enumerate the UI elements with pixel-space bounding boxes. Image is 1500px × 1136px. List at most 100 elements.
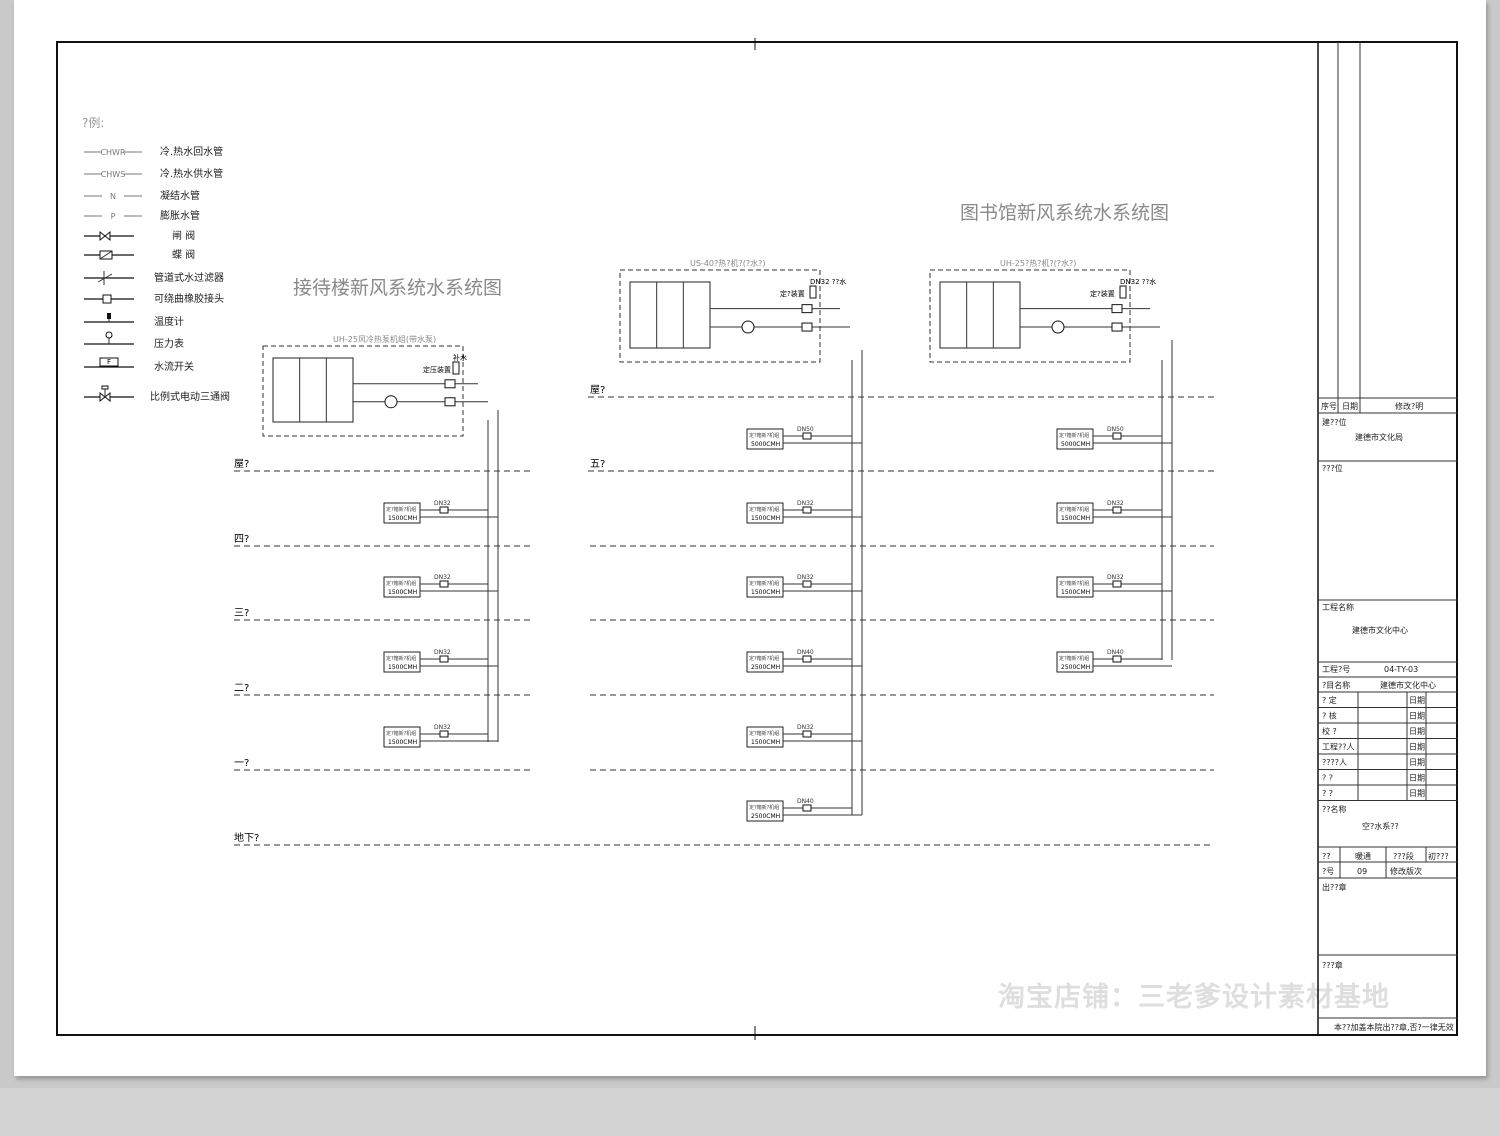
unit-boundary [619, 269, 821, 363]
pump-icon [1051, 320, 1065, 334]
sign-row-label: ? 核 [1322, 711, 1337, 721]
legend-item: 蝶 阀 [84, 248, 195, 261]
tank-label: 定?装置 [1090, 289, 1115, 298]
ahu-box [383, 651, 421, 673]
revision-label: 修改版次 [1390, 866, 1422, 876]
rev-header-cell: 修改?明 [1395, 401, 1423, 411]
heat-pump-units: UH-25风冷热泵机组(带水泵)定压装置补水US-40?热?机?(?水?)定?装… [262, 258, 1173, 815]
ahu-flow: 1500CMH [751, 589, 780, 596]
legend-item: CHWS 冷.热水供水管 [84, 167, 223, 180]
viewer-bottom-strip [0, 1088, 1500, 1136]
sign-row-label: ????人 [1322, 758, 1347, 767]
ahu-flow: 1500CMH [1061, 515, 1090, 522]
floor-label: 地下? [234, 831, 259, 844]
valve-icon [439, 730, 449, 738]
ahu-box [746, 502, 784, 524]
legend-line-code: F [107, 358, 111, 366]
floor-lines: 屋?四?三?二?一?地下?屋?五? [234, 384, 1214, 846]
project-name: 建德市文化中心 [1352, 625, 1408, 635]
legend-line-code: P [111, 212, 116, 221]
legend-label: 管道式水过滤器 [154, 271, 224, 284]
rev-header-cell: 序号 [1321, 401, 1337, 411]
legend-symbol-icon [107, 313, 111, 322]
valve-icon [802, 804, 812, 812]
legend-label: 膨胀水管 [160, 209, 200, 222]
project-no-label: 工程?号 [1322, 665, 1350, 674]
legend-item: 闸 阀 [84, 229, 195, 242]
ahu-box [746, 726, 784, 748]
ahu-box [1056, 502, 1094, 524]
valve-icon [802, 730, 812, 738]
legend-label: 温度计 [154, 315, 184, 328]
discipline: 暖通 [1355, 851, 1371, 861]
valve-icon [802, 432, 812, 440]
ahu-box [746, 428, 784, 450]
legend-item: 压力表 [84, 331, 184, 350]
sign-row-label: ? 定 [1322, 695, 1337, 705]
ahu-box [1056, 576, 1094, 598]
ahu-name: 定?箱新?机组 [749, 506, 779, 513]
sign-row-label: 校 ? [1322, 726, 1337, 736]
valve-icon [801, 304, 813, 314]
valve-icon [1112, 432, 1122, 440]
legend-item: 比例式电动三通阀 [84, 385, 230, 403]
legend-symbol-icon [99, 250, 113, 260]
ahu-flow: 5000CMH [751, 441, 780, 448]
valve-icon [1112, 506, 1122, 514]
legend-symbol-icon [105, 331, 113, 344]
floor-label: 屋? [590, 384, 605, 396]
legend-line-code: CHWS [101, 170, 126, 179]
valve-icon [802, 580, 812, 588]
expansion-tank-icon [452, 361, 460, 375]
ahu-box [383, 726, 421, 748]
legend-label: 冷.热水供水管 [160, 167, 223, 180]
ahu-flow: 1500CMH [388, 515, 417, 522]
ahu-pipe-size: DN50 [1107, 426, 1124, 433]
stage-label: ???段 [1393, 851, 1414, 861]
ahu-name: 定?箱新?机组 [749, 730, 779, 737]
expansion-tank-icon [1119, 285, 1127, 299]
expansion-tank-icon [809, 285, 817, 299]
valve-icon [801, 322, 813, 332]
legend-symbol-icon [99, 230, 111, 242]
ahu-name: 定?箱新?机组 [386, 506, 416, 513]
valve-icon [1111, 322, 1123, 332]
ahu-box [383, 502, 421, 524]
sign-row-label: ? ? [1322, 774, 1333, 783]
legend-item: 可绕曲橡胶接头 [84, 292, 224, 305]
valve-icon [444, 379, 456, 389]
outer-frame [56, 41, 1458, 1036]
legend-line-code: CHWR [100, 148, 126, 157]
valve-icon [802, 655, 812, 663]
sign-row-date-label: 日期 [1409, 774, 1425, 783]
floor-label: 二? [234, 683, 249, 694]
ahu-flow: 1500CMH [751, 739, 780, 746]
unit-label: UH-25?热?机?(?水?) [1000, 258, 1076, 268]
unit-label: UH-25风冷热泵机组(带水泵) [333, 334, 436, 344]
legend-label: 比例式电动三通阀 [150, 390, 230, 403]
legend-symbol-icon [102, 294, 112, 304]
ahu-flow: 1500CMH [1061, 589, 1090, 596]
makeup-label: 补水 [453, 353, 467, 362]
sign-row-label: ? ? [1322, 789, 1333, 798]
ahu-box [746, 576, 784, 598]
legend-label: 水流开关 [154, 360, 194, 373]
watermark: 淘宝店铺：三老爹设计素材基地 [998, 981, 1390, 1013]
condenser-coil [939, 281, 1021, 349]
drawing-no-label: ?号 [1322, 867, 1334, 876]
legend-line-code: N [110, 192, 116, 201]
floor-label: 屋? [234, 458, 249, 470]
sign-row-date-label: 日期 [1409, 696, 1425, 705]
